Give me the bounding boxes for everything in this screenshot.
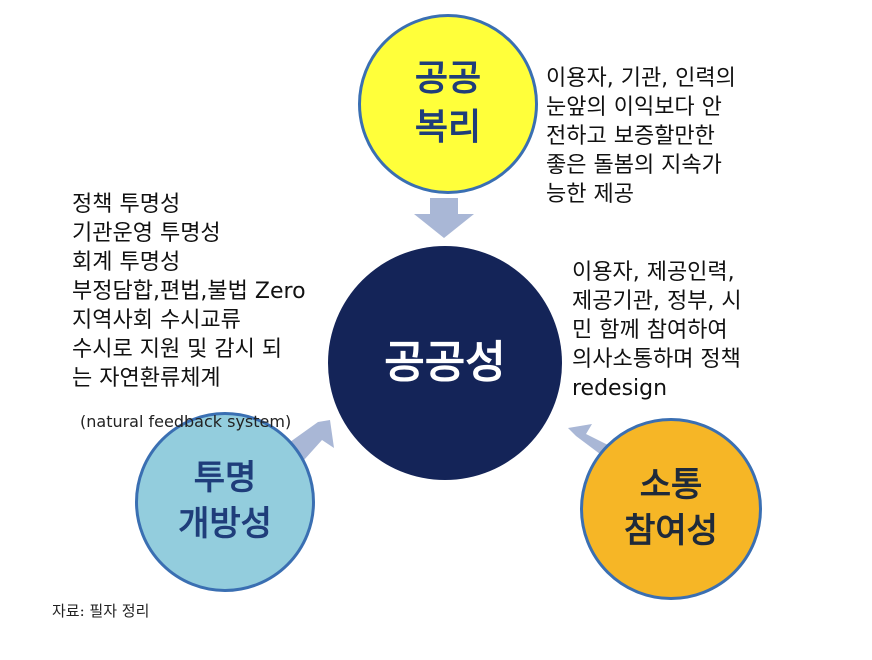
- text-transparency-description: 정책 투명성 기관운영 투명성 회계 투명성 부정담합,편법,불법 Zero 지…: [72, 192, 306, 391]
- arrow-left-to-center: [290, 420, 334, 460]
- circle-right-line1: 소통: [639, 465, 703, 506]
- text-public-welfare-description: 이용자, 기관, 인력의 눈앞의 이익보다 안 전하고 보증할만한 좋은 돌봄의…: [546, 66, 736, 207]
- circle-top-line1: 공공: [414, 58, 482, 100]
- arrow-top-to-center: [414, 198, 474, 238]
- text-natural-feedback-system: (natural feedback system): [80, 412, 292, 431]
- arrow-right-to-center: [568, 424, 610, 454]
- circle-communication-participation: 소통 참여성: [580, 418, 762, 600]
- circle-center-label: 공공성: [384, 337, 506, 389]
- circle-publicness: 공공성: [328, 246, 562, 480]
- source-caption: 자료: 필자 정리: [52, 602, 150, 620]
- circle-left-line1: 투명: [193, 458, 257, 499]
- circle-top-line2: 복리: [414, 107, 482, 148]
- text-participation-description: 이용자, 제공인력, 제공기관, 정부, 시 민 함께 참여하여 의사소통하며 …: [572, 260, 742, 401]
- circle-right-line2: 참여성: [624, 511, 718, 551]
- circle-public-welfare: 공공 복리: [358, 14, 538, 194]
- circle-left-line2: 개방성: [178, 504, 272, 544]
- circle-transparency-openness: 투명 개방성: [135, 412, 315, 592]
